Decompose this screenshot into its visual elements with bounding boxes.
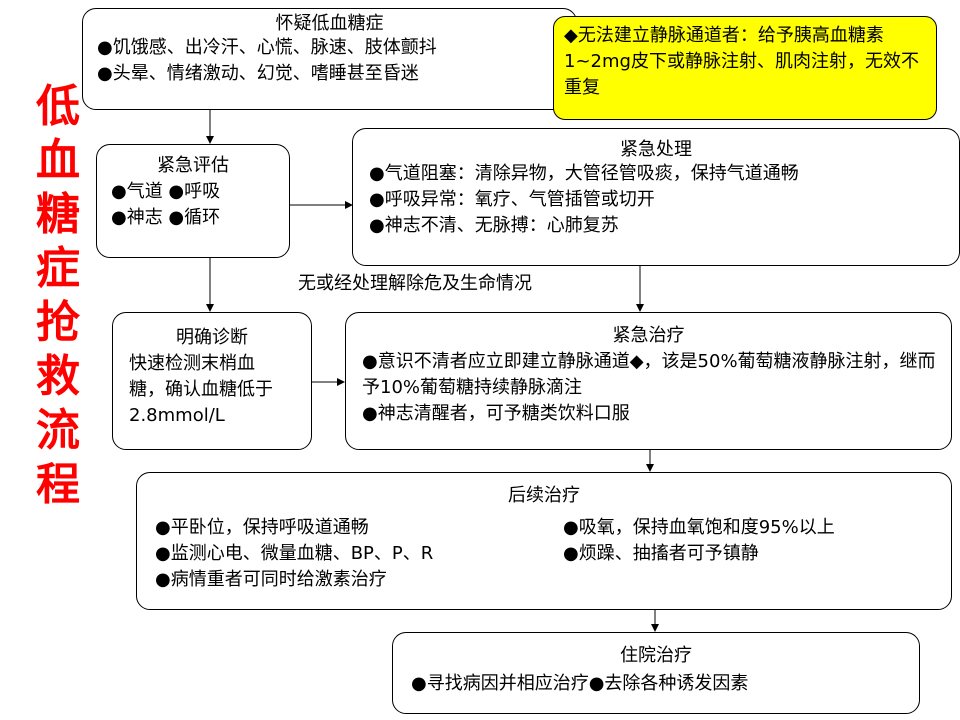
followup-left-line: ●病情重者可同时给激素治疗 xyxy=(155,569,387,590)
emergency-handle-line: ●气道阻塞：清除异物，大管径管吸痰，保持气道通畅 xyxy=(369,163,799,184)
side-title-char: 程 xyxy=(36,459,80,510)
no-iv-note-text: ◆无法建立静脉通道者：给予胰高血糖素1~2mg皮下或静脉注射、肌肉注射，无效不重… xyxy=(564,25,919,98)
suspect-line: ●头晕、情绪激动、幻觉、嗜睡甚至昏迷 xyxy=(97,63,419,84)
hospital-title: 住院治疗 xyxy=(620,645,692,666)
side-title-char: 低 xyxy=(36,81,80,132)
emergency-handle-line: ●神志不清、无脉搏：心肺复苏 xyxy=(369,215,619,236)
side-title-char: 救 xyxy=(36,351,80,402)
hospital-box: 住院治疗 ●寻找病因并相应治疗●去除各种诱发因素 xyxy=(392,632,920,714)
emergency-handle-title: 紧急处理 xyxy=(620,139,692,160)
emergency-handle-line: ●呼吸异常：氧疗、气管插管或切开 xyxy=(369,189,655,210)
side-title-char: 症 xyxy=(36,243,80,294)
emergency-treat-line: ●神志清醒者，可予糖类饮料口服 xyxy=(362,403,630,424)
diagnosis-box: 明确诊断 快速检测末梢血糖，确认血糖低于2.8mmol/L xyxy=(112,312,312,450)
assess-line: ●神志 ●循环 xyxy=(111,207,221,228)
assess-box: 紧急评估 ●气道 ●呼吸 ●神志 ●循环 xyxy=(96,144,290,258)
followup-left-line: ●监测心电、微量血糖、BP、P、R xyxy=(155,543,434,564)
side-title-char: 血 xyxy=(36,135,80,186)
suspect-title: 怀疑低血糖症 xyxy=(275,13,384,34)
side-title: 低 血 糖 症 抢 救 流 程 xyxy=(28,80,88,512)
condition-note: 无或经处理解除危及生命情况 xyxy=(298,273,532,294)
emergency-treat-line: ●意识不清者应立即建立静脉通道◆，该是50%葡萄糖液静脉注射，继而予10%葡萄糖… xyxy=(362,351,936,398)
emergency-treat-box: 紧急治疗 ●意识不清者应立即建立静脉通道◆，该是50%葡萄糖液静脉注射，继而予1… xyxy=(345,312,952,450)
followup-right-line: ●吸氧，保持血氧饱和度95%以上 xyxy=(563,517,835,538)
followup-title: 后续治疗 xyxy=(508,485,580,506)
side-title-char: 流 xyxy=(36,405,80,456)
side-title-char: 抢 xyxy=(36,297,80,348)
suspect-line: ●饥饿感、出冷汗、心慌、脉速、肢体颤抖 xyxy=(97,37,437,58)
emergency-treat-title: 紧急治疗 xyxy=(612,325,685,346)
emergency-handle-box: 紧急处理 ●气道阻塞：清除异物，大管径管吸痰，保持气道通畅 ●呼吸异常：氧疗、气… xyxy=(352,128,960,266)
assess-line: ●气道 ●呼吸 xyxy=(111,181,221,202)
no-iv-note-box: ◆无法建立静脉通道者：给予胰高血糖素1~2mg皮下或静脉注射、肌肉注射，无效不重… xyxy=(553,16,937,120)
hospital-line: ●寻找病因并相应治疗●去除各种诱发因素 xyxy=(411,673,749,694)
followup-right-line: ●烦躁、抽搐者可予镇静 xyxy=(563,543,759,564)
diagnosis-text: 快速检测末梢血糖，确认血糖低于2.8mmol/L xyxy=(129,353,273,426)
suspect-box: 怀疑低血糖症 ●饥饿感、出冷汗、心慌、脉速、肢体颤抖 ●头晕、情绪激动、幻觉、嗜… xyxy=(82,8,577,110)
followup-left-line: ●平卧位，保持呼吸道通畅 xyxy=(155,517,369,538)
side-title-char: 糖 xyxy=(36,189,80,240)
diagnosis-title: 明确诊断 xyxy=(176,327,248,348)
assess-title: 紧急评估 xyxy=(157,155,229,176)
followup-box: 后续治疗 ●平卧位，保持呼吸道通畅 ●监测心电、微量血糖、BP、P、R ●病情重… xyxy=(136,472,952,610)
